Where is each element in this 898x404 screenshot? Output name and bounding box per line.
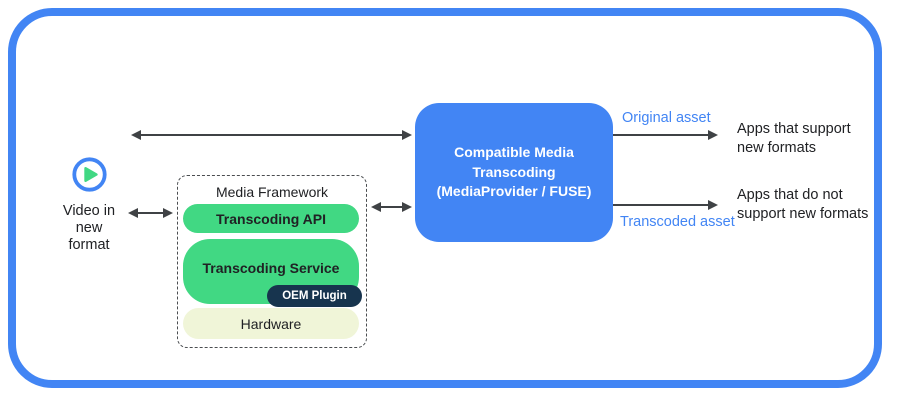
arrow-source-transcoder <box>140 133 403 137</box>
play-icon <box>72 157 107 192</box>
transcoding-api-label: Transcoding API <box>216 210 326 227</box>
arrow-framework-transcoder <box>380 205 403 209</box>
apps-no-support-label: Apps that do not support new formats <box>737 187 869 223</box>
arrow-original-asset <box>613 133 709 137</box>
transcoded-asset-label: Transcoded asset <box>620 214 735 230</box>
hardware-layer: Hardware <box>183 308 359 339</box>
diagram-border <box>8 8 882 388</box>
hardware-label: Hardware <box>240 315 302 332</box>
apps-support-label: Apps that support new formats <box>737 121 851 157</box>
arrow-source-framework <box>137 211 164 215</box>
media-framework-box: Media Framework Transcoding API Transcod… <box>177 175 367 348</box>
oem-plugin-badge: OEM Plugin <box>267 285 362 307</box>
arrow-transcoded-asset <box>613 203 709 207</box>
transcoding-service-layer: Transcoding Service OEM Plugin <box>183 239 362 307</box>
video-source-label: Video in new format <box>62 203 116 254</box>
original-asset-label: Original asset <box>622 110 711 126</box>
media-framework-title: Media Framework <box>215 184 329 200</box>
transcoding-service-label: Transcoding Service <box>202 260 340 276</box>
compatible-media-transcoding-box: Compatible Media Transcoding (MediaProvi… <box>415 103 613 242</box>
transcoding-api-layer: Transcoding API <box>183 204 359 233</box>
